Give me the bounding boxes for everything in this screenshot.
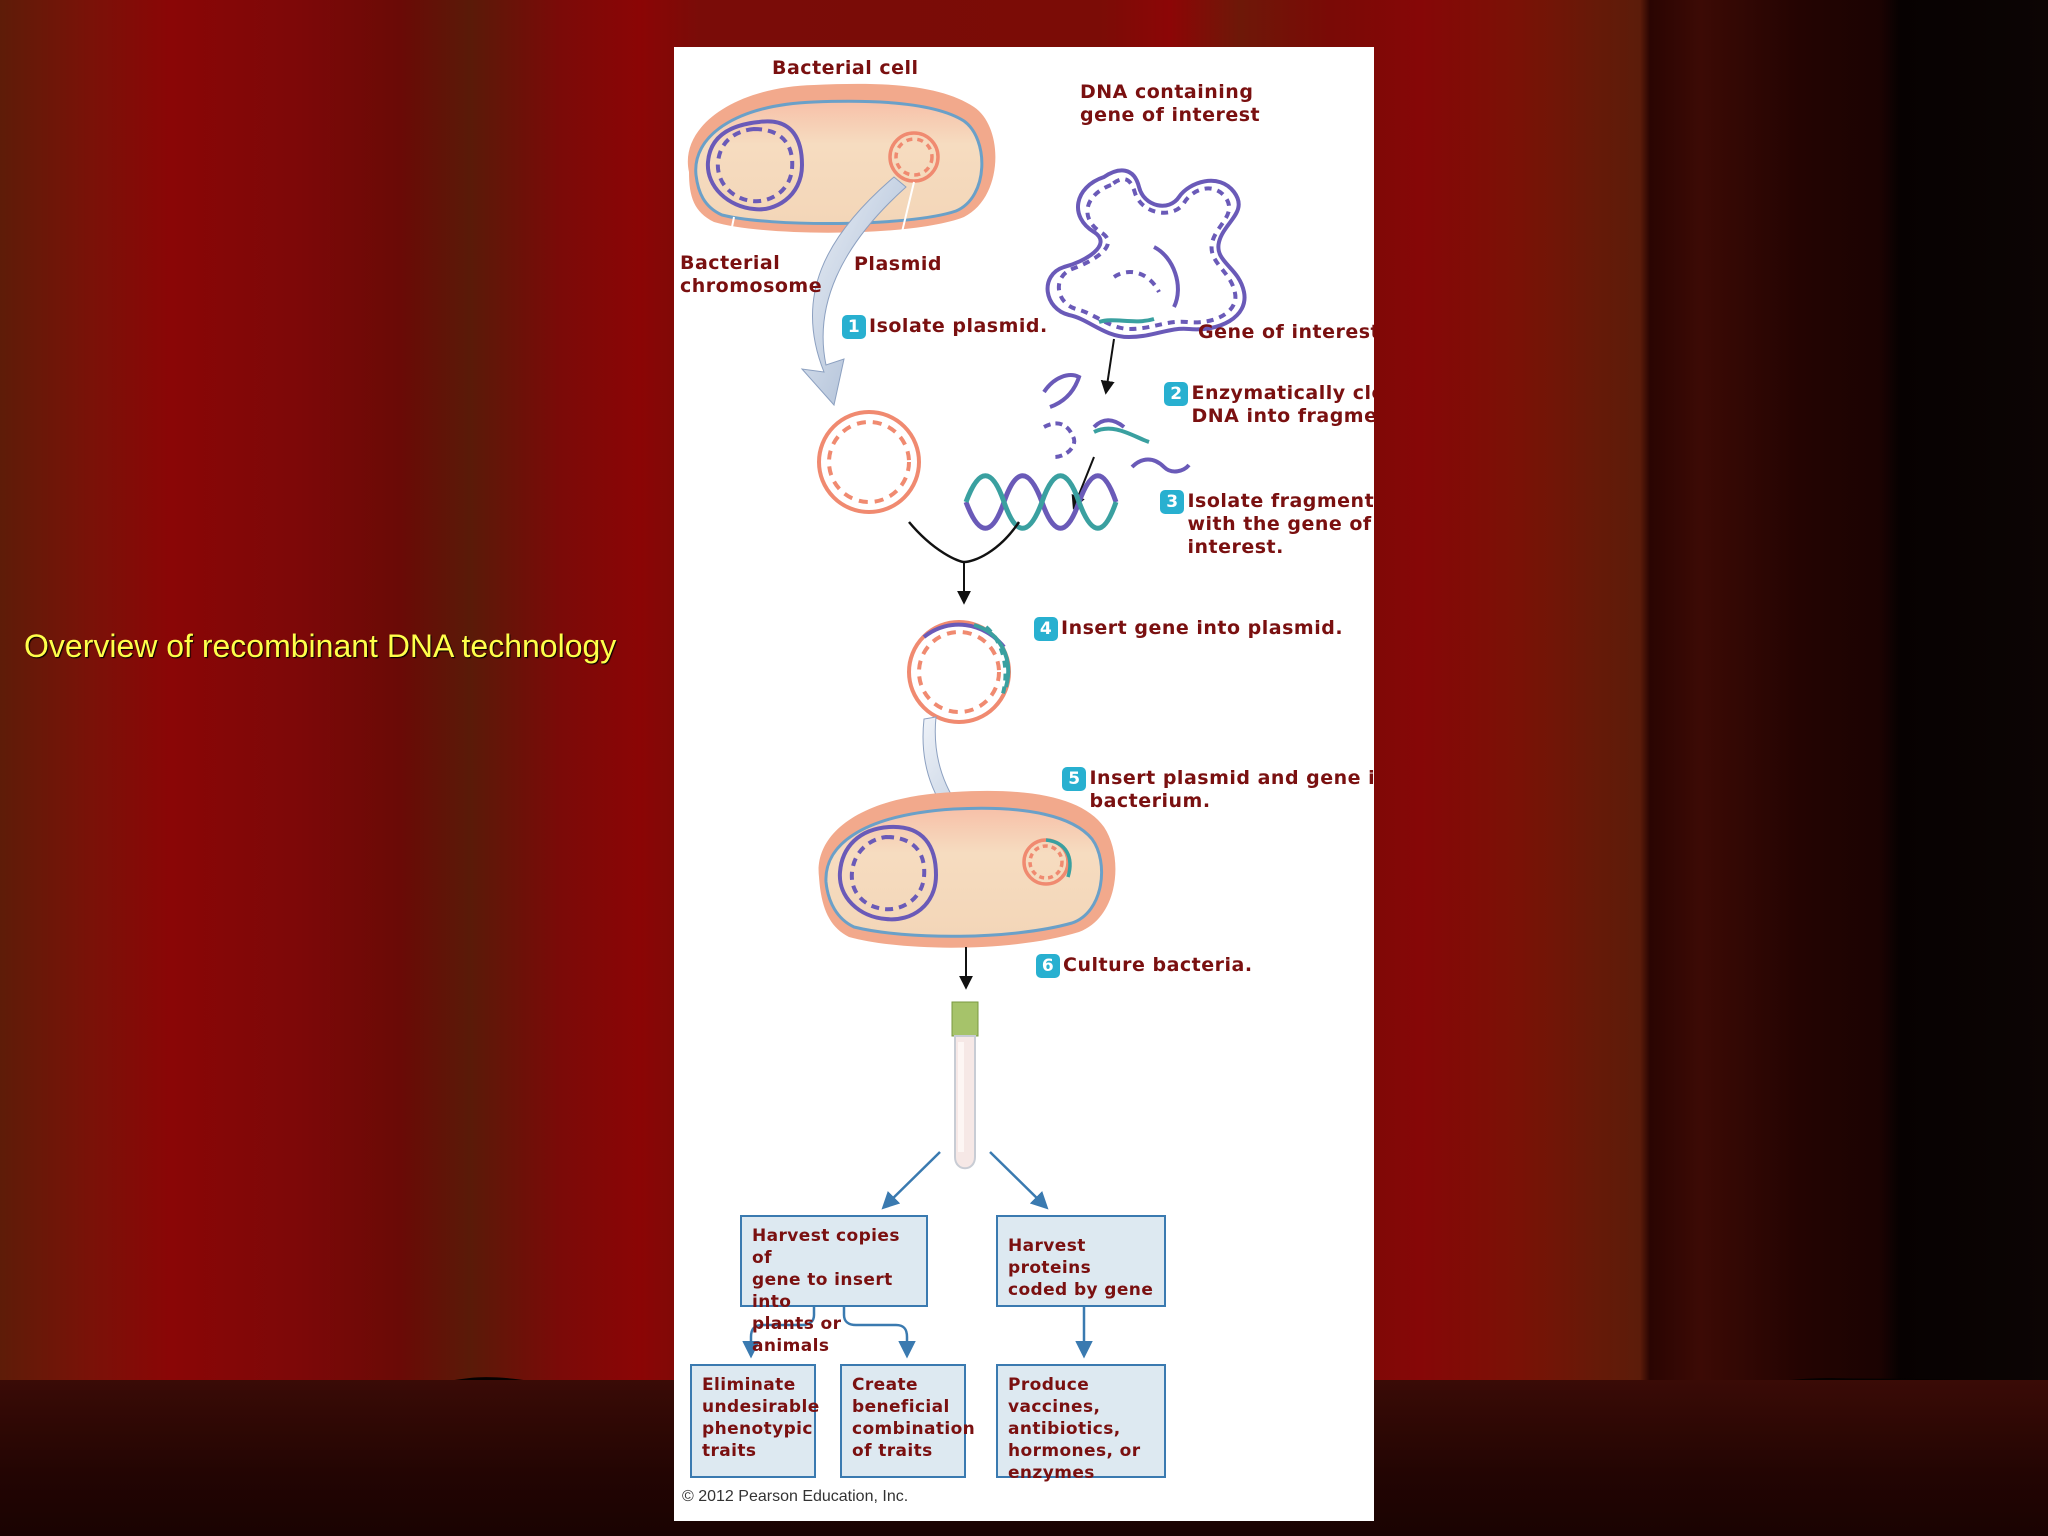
- dna-fragments: [1042, 373, 1191, 474]
- plasmid-top: [888, 131, 940, 183]
- isolated-plasmid: [817, 410, 921, 514]
- step-5-badge: 5: [1062, 767, 1087, 791]
- dna-tangle: [1045, 168, 1247, 340]
- isolate-plasmid-arrow: [800, 176, 907, 407]
- box-create-traits: Create beneficial combination of traits: [840, 1364, 975, 1478]
- box-eliminate-traits: Eliminate undesirable phenotypic traits: [690, 1364, 819, 1478]
- step-3-badge: 3: [1160, 490, 1185, 514]
- bacterial-chromosome-bottom: [837, 824, 939, 922]
- cleave-arrow: [1100, 338, 1115, 395]
- bacterial-cell-bottom: [818, 790, 1116, 948]
- to-create-arrow: [842, 1305, 916, 1359]
- step-6-text: Culture bacteria.: [1063, 954, 1253, 976]
- merge-line-left: [908, 521, 965, 564]
- slide-caption: Overview of recombinant DNA technology: [24, 628, 617, 664]
- box-harvest-proteins: Harvest proteins coded by gene: [996, 1215, 1166, 1307]
- isolated-gene-fragment: [963, 473, 1119, 531]
- step-4-badge: 4: [1034, 617, 1058, 641]
- plasmid-pointer: [901, 181, 915, 233]
- step-2-badge: 2: [1164, 382, 1189, 406]
- to-eliminate-arrow: [742, 1305, 816, 1359]
- gene-of-interest-segment: [1098, 317, 1155, 324]
- label-bacterial-chromosome: Bacterial chromosome: [680, 252, 823, 297]
- step-1-text: Isolate plasmid.: [869, 315, 1048, 337]
- to-harvest-proteins-arrow: [989, 1151, 1049, 1210]
- label-plasmid: Plasmid: [854, 253, 942, 275]
- step-6-badge: 6: [1036, 954, 1060, 978]
- step-1-badge: 1: [842, 315, 866, 339]
- chromosome-pointer: [725, 216, 735, 258]
- label-gene-of-interest: Gene of interest: [1198, 321, 1374, 343]
- diagram-graphics: [687, 83, 1247, 1359]
- merge-line-right: [963, 521, 1021, 564]
- label-bacterial-cell: Bacterial cell: [772, 57, 919, 79]
- diagram-panel: Bacterial cell DNA containing gene of in…: [674, 47, 1374, 1521]
- step-4-text: Insert gene into plasmid.: [1061, 617, 1344, 639]
- recombinant-plasmid: [907, 620, 1011, 724]
- step-2-text: Enzymatically cleave DNA into fragments.: [1191, 382, 1374, 427]
- to-harvest-gene-arrow: [881, 1151, 941, 1210]
- step-3-text: Isolate fragment with the gene of intere…: [1187, 490, 1374, 558]
- box-produce-products: Produce vaccines, antibiotics, hormones,…: [996, 1364, 1166, 1483]
- step-5-text: Insert plasmid and gene into bacterium.: [1089, 767, 1374, 812]
- test-tube: [951, 1001, 979, 1170]
- recombinant-plasmid-in-cell: [1022, 838, 1072, 886]
- bacterial-chromosome-top: [705, 119, 805, 212]
- label-dna-gene: DNA containing gene of interest: [1080, 81, 1261, 126]
- bacterial-cell-top: [687, 83, 996, 233]
- copyright: © 2012 Pearson Education, Inc.: [682, 1488, 909, 1505]
- box-harvest-gene: Harvest copies of gene to insert into pl…: [740, 1215, 928, 1356]
